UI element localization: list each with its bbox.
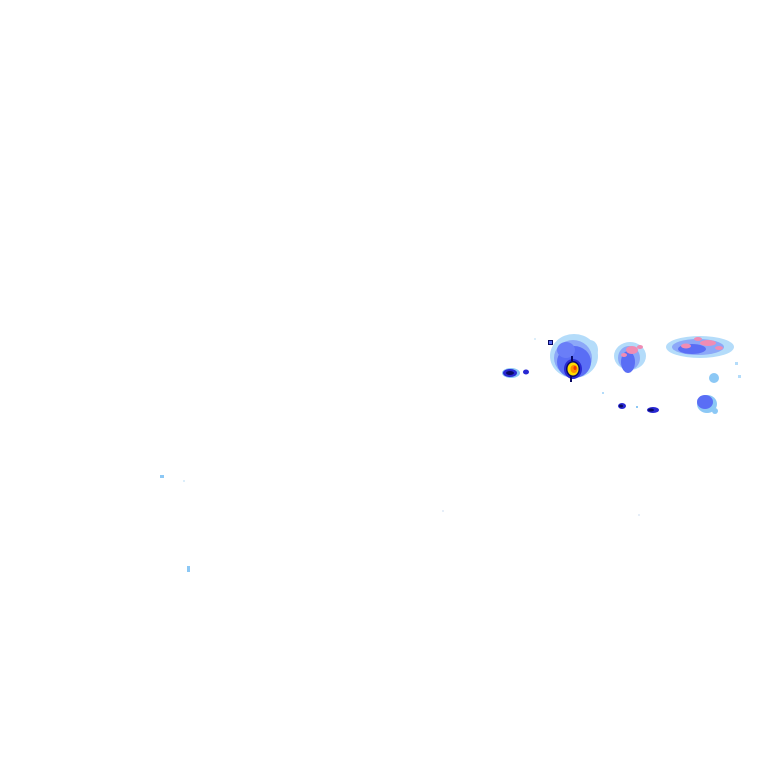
echo-pink: [715, 346, 723, 350]
echo-speck: [187, 566, 190, 572]
echo-speck: [549, 341, 552, 344]
echo-speck: [183, 480, 185, 482]
echo-core-peak: [573, 366, 577, 370]
echo-pink: [700, 340, 716, 346]
echo-light: [712, 408, 718, 414]
echo-pink: [621, 353, 627, 357]
storm-cell-middle: [614, 342, 646, 373]
echo-intense: [648, 408, 654, 412]
echo-speck: [534, 338, 536, 340]
echo-pink: [626, 346, 638, 354]
echo-speck: [636, 406, 638, 408]
echo-pink: [694, 337, 702, 341]
echo-speck: [442, 510, 444, 512]
echo-spike: [571, 356, 573, 361]
echo-speck: [602, 392, 604, 394]
echo-strong: [523, 369, 529, 375]
echo-speck: [738, 375, 741, 378]
storm-cell-west: [502, 340, 553, 378]
storm-cell-south: [602, 392, 718, 414]
echo-pink: [637, 345, 643, 349]
echo-speck: [735, 362, 738, 365]
echo-pink: [681, 343, 691, 349]
echo-intense: [506, 371, 514, 375]
echo-speck: [160, 475, 164, 478]
echo-intense: [619, 404, 623, 408]
echo-speck: [638, 514, 640, 516]
echo-strong: [697, 395, 713, 409]
echo-strong: [557, 342, 575, 358]
storm-cell-east: [666, 336, 741, 383]
echo-light: [709, 373, 719, 383]
storm-cell-main: [550, 334, 598, 382]
scattered-returns: [160, 338, 640, 572]
echo-spike: [570, 376, 572, 382]
